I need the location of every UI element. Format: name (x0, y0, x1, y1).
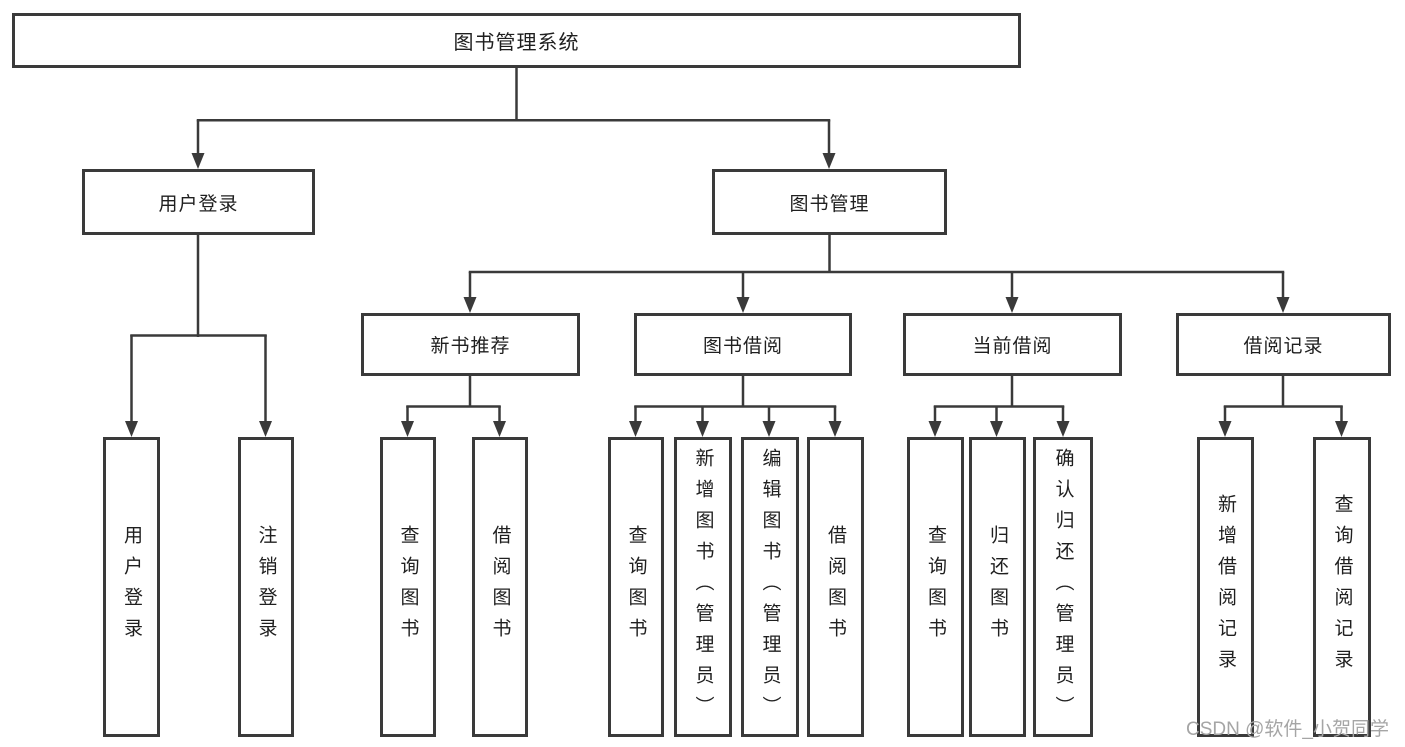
leaf-label: 查询图书 (925, 525, 946, 649)
leaf-label: 借阅图书 (489, 525, 511, 649)
node-root-library-system: 图书管理系统 (12, 13, 1021, 68)
connector-user-login-to-leaves (125, 235, 272, 437)
arrowhead-icon (1276, 297, 1290, 313)
arrowhead-icon (928, 421, 942, 437)
connector-root-to-level2 (191, 67, 836, 169)
leaf-label: 确认归还（管理员） (1052, 447, 1074, 727)
connector-current-borrow-to-leaves (928, 376, 1070, 437)
leaf-borrow-books: 借阅图书 (807, 437, 864, 737)
node-user-login: 用户登录 (82, 169, 315, 235)
node-book-management: 图书管理 (712, 169, 947, 235)
connector-book-borrow-to-leaves (629, 376, 842, 437)
leaf-add-books-admin: 新增图书（管理员） (674, 437, 732, 737)
node-label: 新书推荐 (430, 336, 511, 357)
leaf-edit-books-admin: 编辑图书（管理员） (741, 437, 799, 737)
leaf-query-books-recommend: 查询图书 (380, 437, 436, 737)
leaf-return-books: 归还图书 (969, 437, 1026, 737)
arrowhead-icon (401, 421, 414, 437)
arrowhead-icon (828, 421, 842, 437)
leaf-label: 新增图书（管理员） (692, 447, 714, 727)
arrowhead-icon (696, 421, 709, 437)
arrowhead-icon (1056, 421, 1070, 437)
leaf-add-borrow-record: 新增借阅记录 (1197, 437, 1254, 737)
node-book-borrow: 图书借阅 (634, 313, 852, 376)
leaf-logout: 注销登录 (238, 437, 294, 737)
csdn-watermark: CSDN @软件_小贺同学 (1186, 719, 1389, 740)
leaf-label: 注销登录 (255, 525, 277, 649)
node-label: 当前借阅 (972, 336, 1053, 357)
leaf-confirm-return-admin: 确认归还（管理员） (1033, 437, 1093, 737)
node-label: 图书借阅 (702, 336, 783, 357)
node-label: 图书管理系统 (453, 32, 580, 54)
arrowhead-icon (1218, 421, 1232, 437)
leaf-label: 用户登录 (121, 525, 142, 649)
arrowhead-icon (736, 297, 750, 313)
connector-book-management-to-level3 (463, 235, 1290, 313)
arrowhead-icon (822, 153, 836, 169)
arrowhead-icon (1005, 297, 1019, 313)
leaf-label: 归还图书 (987, 525, 1008, 649)
arrowhead-icon (629, 421, 642, 437)
leaf-query-books-current: 查询图书 (907, 437, 964, 737)
node-label: 图书管理 (789, 193, 870, 215)
leaf-label: 新增借阅记录 (1215, 494, 1236, 680)
connector-new-book-recommend-to-leaves (401, 376, 506, 437)
arrowhead-icon (191, 153, 205, 169)
arrowhead-icon (1335, 421, 1348, 437)
node-new-book-recommend: 新书推荐 (361, 313, 580, 376)
leaf-user-login: 用户登录 (103, 437, 160, 737)
node-label: 用户登录 (158, 193, 239, 215)
connector-borrow-records-to-leaves (1218, 376, 1348, 437)
leaf-label: 查询图书 (625, 525, 647, 649)
arrowhead-icon (990, 421, 1003, 437)
leaf-label: 借阅图书 (825, 525, 846, 649)
arrowhead-icon (125, 421, 138, 437)
arrowhead-icon (463, 297, 477, 313)
leaf-label: 查询借阅记录 (1331, 494, 1353, 680)
leaf-borrow-books-recommend: 借阅图书 (472, 437, 528, 737)
arrowhead-icon (259, 421, 272, 437)
leaf-label: 编辑图书（管理员） (759, 447, 781, 727)
arrowhead-icon (762, 421, 776, 437)
arrowhead-icon (493, 421, 506, 437)
leaf-label: 查询图书 (397, 525, 419, 649)
node-borrow-records: 借阅记录 (1176, 313, 1391, 376)
leaf-query-borrow-record: 查询借阅记录 (1313, 437, 1371, 737)
leaf-query-books-borrow: 查询图书 (608, 437, 664, 737)
node-current-borrow: 当前借阅 (903, 313, 1122, 376)
node-label: 借阅记录 (1243, 336, 1324, 357)
